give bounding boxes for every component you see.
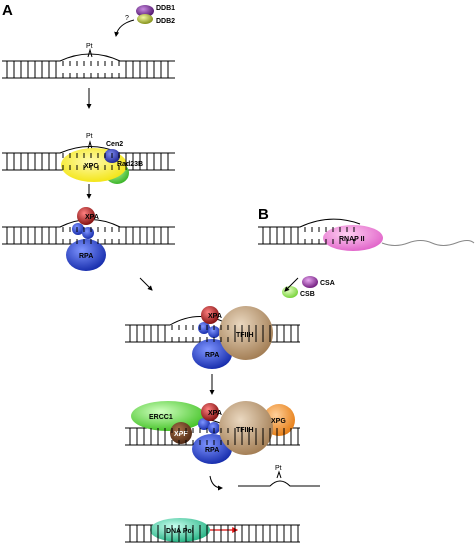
xpf-protein (170, 422, 192, 444)
pt-label-2: Pt (86, 133, 93, 140)
xpa-label: XPA (85, 214, 99, 221)
dna-duplex-1 (2, 53, 175, 79)
xpa-label-5: XPA (208, 410, 222, 417)
merge-arrow-b (284, 277, 299, 292)
tfiih-protein-5 (219, 401, 273, 455)
csb-label: CSB (300, 291, 315, 298)
panel-label-a: A (2, 2, 13, 19)
xpa-label-4: XPA (208, 313, 222, 320)
merge-arrow-a (139, 277, 153, 291)
tfiih-complex: XPA RPA TFIIH (192, 306, 273, 369)
xpa-rpa-complex: XPA RPA (66, 207, 106, 271)
rpa-label: RPA (79, 253, 93, 260)
rnap2-protein (323, 225, 383, 251)
pt-adduct-1: Pt (86, 43, 93, 58)
tfiih-protein (219, 306, 273, 360)
rpa-label-5: RPA (205, 447, 219, 454)
tfiih-label-5: TFIIH (236, 427, 254, 434)
csa-protein (302, 276, 318, 288)
ddb-arrow (114, 19, 135, 37)
xpa-protein-4 (201, 306, 219, 324)
ddb2-label: DDB2 (156, 18, 175, 25)
ddb1-label: DDB1 (156, 5, 175, 12)
dna-rungs (6, 61, 355, 542)
ddb1-ddb2-complex: DDB1 DDB2 (136, 5, 175, 25)
pt-label-oligo: Pt (275, 465, 282, 472)
panel-label-b: B (258, 206, 269, 223)
xpg-label: XPG (271, 418, 286, 425)
incision-complex: ERCC1 XPF XPA RPA TFIIH XPG (131, 401, 295, 464)
xpa-protein (77, 207, 95, 225)
tfiih-label: TFIIH (236, 332, 254, 339)
pt-adduct-2: Pt (86, 133, 93, 150)
ercc1-label: ERCC1 (149, 414, 173, 421)
question-mark: ? (125, 15, 129, 22)
rpa-protein-4 (192, 339, 232, 369)
excised-oligo: Pt (238, 465, 320, 487)
dna-pol-label: DNA Pol (166, 528, 194, 535)
rpa-protein (66, 239, 106, 271)
xpf-label: XPF (174, 431, 188, 438)
cen2-label: Cen2 (106, 141, 123, 148)
ddb2-protein (137, 14, 153, 24)
csb-protein (282, 286, 298, 298)
rnap2-label: RNAP II (339, 236, 365, 243)
rpa-protein-5 (192, 434, 232, 464)
ddb1-protein (136, 5, 154, 17)
csa-label: CSA (320, 280, 335, 287)
rna-transcript (381, 240, 475, 246)
excision-arrow (209, 475, 223, 491)
csa-csb-complex: CSA CSB (282, 276, 335, 298)
rpa-label-4: RPA (205, 352, 219, 359)
pt-label: Pt (86, 43, 93, 50)
rad23b-label: Rad23B (117, 161, 143, 168)
xpa-protein-5 (201, 403, 219, 421)
rnap2-complex: RNAP II (323, 225, 475, 251)
